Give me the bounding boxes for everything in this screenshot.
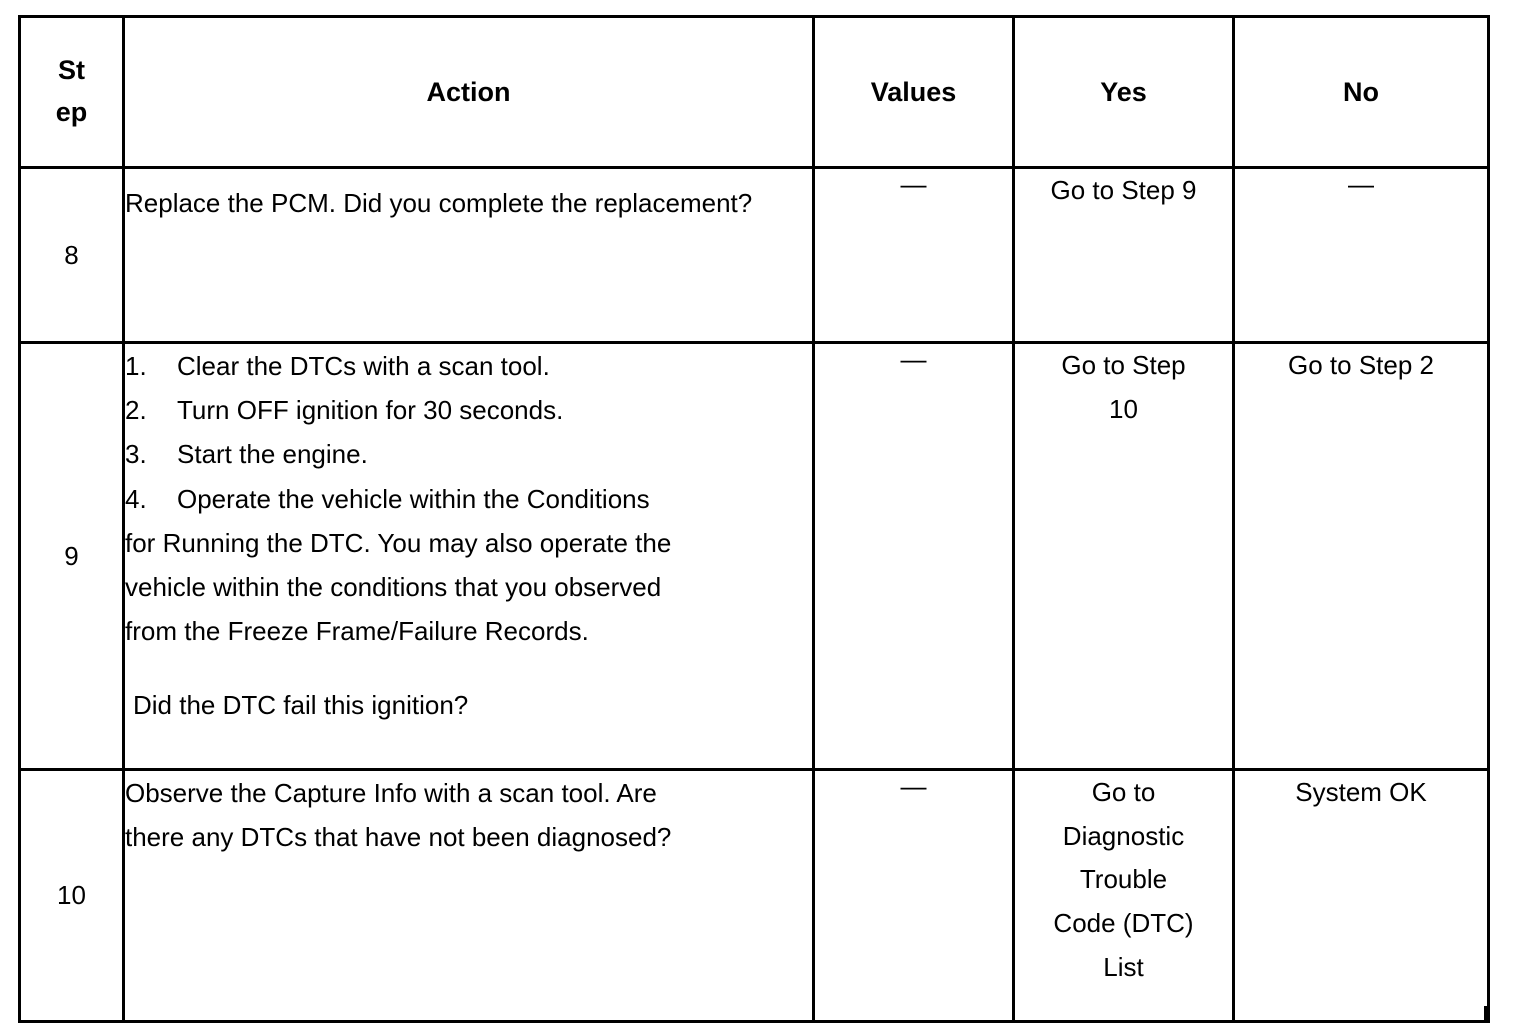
- column-header-step: St ep: [18, 15, 125, 169]
- no-branch-cell: —: [1232, 166, 1490, 344]
- action-continuation-line: for Running the DTC. You may also operat…: [125, 527, 672, 558]
- action-text-line: there any DTCs that have not been diagno…: [125, 822, 672, 853]
- action-cell: Replace the PCM. Did you complete the re…: [122, 166, 815, 344]
- yes-branch-line: Code (DTC): [1053, 908, 1194, 939]
- no-branch-cell: Go to Step 2: [1232, 341, 1490, 771]
- step-number: 9: [18, 341, 125, 771]
- yes-branch-line: Diagnostic: [1062, 820, 1185, 851]
- table-continuation-stub: [1232, 1006, 1235, 1020]
- list-item-number: 2.: [125, 395, 147, 426]
- table-continuation-stub: [1484, 1006, 1487, 1020]
- list-item: 1. Clear the DTCs with a scan tool.: [125, 344, 812, 388]
- yes-branch-cell: Go to Step 10: [1012, 341, 1235, 771]
- action-continuation-line: from the Freeze Frame/Failure Records.: [125, 616, 589, 647]
- yes-branch-text: Go to Step 9: [1050, 175, 1197, 205]
- no-branch-text: Go to Step 2: [1288, 350, 1434, 380]
- dtc-diagnostic-table: St ep Action Values Yes No 8 Replace the…: [18, 15, 1490, 1023]
- list-item: 2. Turn OFF ignition for 30 seconds.: [125, 388, 812, 432]
- table-row: 8 Replace the PCM. Did you complete the …: [18, 166, 1490, 344]
- action-cell: 1. Clear the DTCs with a scan tool. 2. Tur…: [122, 341, 815, 771]
- yes-branch-line: Go to: [1091, 777, 1156, 807]
- table-header-row: St ep Action Values Yes No: [18, 15, 1490, 169]
- column-header-step-line1: St: [58, 55, 85, 86]
- no-branch-text: System OK: [1295, 777, 1427, 807]
- column-header-action: Action: [122, 15, 815, 169]
- list-item-text: Start the engine.: [177, 439, 368, 470]
- action-numbered-list: 1. Clear the DTCs with a scan tool. 2. Tur…: [125, 344, 812, 521]
- list-item: 3. Start the engine.: [125, 432, 812, 476]
- action-continuation-line: vehicle within the conditions that you o…: [125, 571, 662, 602]
- step-number: 10: [18, 768, 125, 1023]
- step-number: 8: [18, 166, 125, 344]
- list-item-text: Turn OFF ignition for 30 seconds.: [177, 395, 564, 426]
- yes-branch-line: 10: [1109, 393, 1138, 424]
- table-continuation-stub: [18, 1006, 21, 1020]
- action-text-line: Observe the Capture Info with a scan too…: [125, 778, 657, 808]
- no-branch-cell: System OK: [1232, 768, 1490, 1023]
- values-cell: —: [812, 341, 1015, 771]
- yes-branch-cell: Go to Diagnostic Trouble Code (DTC) List: [1012, 768, 1235, 1023]
- table-row: 10 Observe the Capture Info with a scan …: [18, 768, 1490, 1023]
- table-continuation-stub: [122, 1006, 125, 1020]
- values-cell: —: [812, 768, 1015, 1023]
- paragraph-spacer: [125, 653, 812, 683]
- column-header-values: Values: [812, 15, 1015, 169]
- list-item-text: Clear the DTCs with a scan tool.: [177, 351, 550, 381]
- list-item: 4. Operate the vehicle within the Conditi…: [125, 477, 812, 521]
- action-text: Replace the PCM. Did you complete the re…: [125, 188, 753, 218]
- yes-branch-line: Trouble: [1079, 864, 1168, 895]
- column-header-yes: Yes: [1012, 15, 1235, 169]
- list-item-number: 4.: [125, 483, 147, 514]
- list-item-number: 3.: [125, 439, 147, 470]
- yes-branch-line: Go to Step: [1061, 350, 1186, 380]
- action-cell: Observe the Capture Info with a scan too…: [122, 768, 815, 1023]
- column-header-step-line2: ep: [55, 97, 88, 127]
- column-header-no: No: [1232, 15, 1490, 169]
- yes-branch-line: List: [1103, 951, 1144, 982]
- list-item-number: 1.: [125, 351, 147, 381]
- action-question: Did the DTC fail this ignition?: [133, 690, 469, 721]
- list-item-text: Operate the vehicle within the Condition…: [177, 483, 650, 514]
- values-cell: —: [812, 166, 1015, 344]
- table-row: 9 1. Clear the DTCs with a scan tool. 2. T…: [18, 341, 1490, 771]
- table-continuation-stub: [812, 1006, 815, 1020]
- yes-branch-cell: Go to Step 9: [1012, 166, 1235, 344]
- table-continuation-stub: [1012, 1006, 1015, 1020]
